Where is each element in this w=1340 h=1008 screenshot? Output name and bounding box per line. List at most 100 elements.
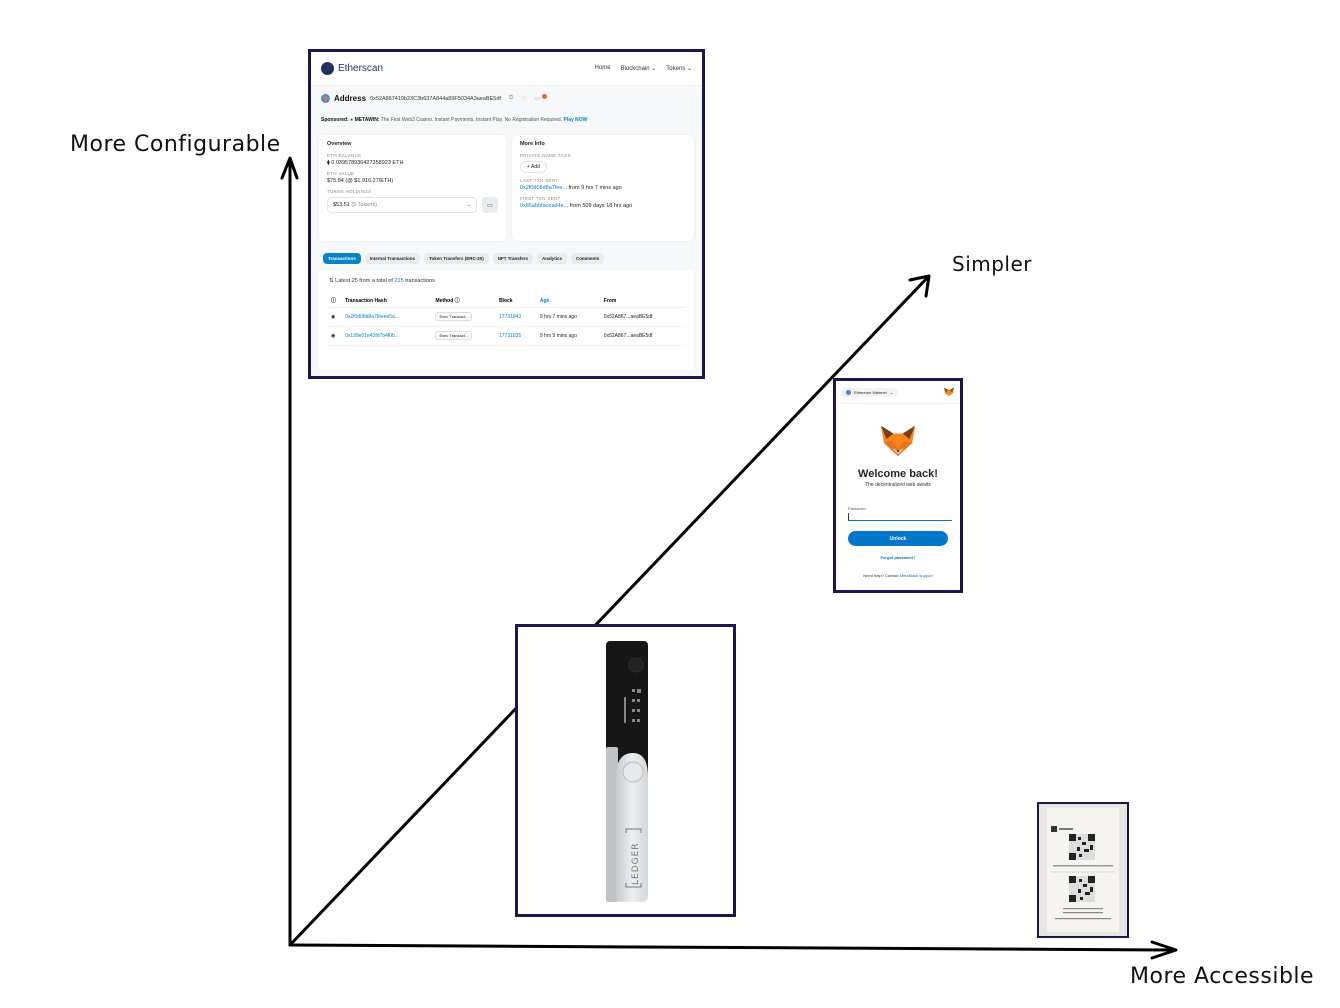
transactions-panel: ⇅ Latest 25 from a total of 215 transact… (319, 270, 694, 370)
wallet-icon[interactable]: ▭ (481, 197, 498, 213)
overview-title: Overview (327, 141, 352, 147)
address-label: Address (334, 94, 367, 103)
tx-from: 0x52A867...aeaBE5df (601, 307, 684, 327)
etherscan-brand: Etherscan (338, 63, 384, 74)
sponsor-name: METAWIN: (354, 117, 380, 123)
password-input[interactable] (848, 513, 952, 521)
x-axis-arrowhead (1150, 940, 1178, 960)
forgot-password-link[interactable]: Forgot password? (880, 555, 916, 560)
col-age[interactable]: Age (537, 294, 602, 308)
method-badge: Exec Transact... (435, 312, 473, 321)
eth-balance-label: ETH BALANCE (327, 153, 362, 158)
token-holdings-value: $53.51 (333, 202, 350, 208)
token-count: (5 Tokens) (351, 202, 377, 208)
sponsored-label: Sponsored: (321, 117, 349, 123)
eth-value-amount: $75.84 (327, 178, 344, 184)
address-avatar-icon (321, 94, 330, 103)
tx-hash-link[interactable]: 0x199e01e43fd7b4f0b... (343, 326, 434, 346)
welcome-title: Welcome back! (858, 468, 938, 480)
ledger-brand-text: LEDGER (631, 842, 641, 885)
tab-token-transfers[interactable]: Token Transfers (ERC-20) (424, 253, 489, 264)
eye-icon[interactable]: ◉ (329, 307, 344, 327)
address-header: Address 0x52A867419b23C3b637A844a89F5034… (311, 86, 702, 103)
last-txn-time: from 9 hrs 7 mins ago (568, 185, 622, 191)
chevron-down-icon: ⌄ (466, 202, 471, 208)
copy-icon[interactable]: ⧉ (508, 95, 514, 101)
etherscan-logo-icon (321, 62, 334, 75)
network-selector[interactable]: Ethereum Mainnet ⌄ (841, 387, 899, 397)
add-tag-button[interactable]: + Add (519, 161, 547, 173)
tx-age: 9 hrs 9 mins ago (537, 326, 602, 346)
transactions-summary: ⇅ Latest 25 from a total of 215 transact… (329, 278, 684, 284)
etherscan-nav: Home Blockchain ⌄ Tokens ⌄ (595, 65, 692, 72)
metamask-fox-logo (881, 425, 915, 457)
sponsored-banner: Sponsored: ● METAWIN: The First Web3 Cas… (311, 103, 702, 123)
tx-hash-link[interactable]: 0x2f0d08d8a7feeee5a... (343, 307, 434, 327)
tx-age: 9 hrs 7 mins ago (537, 307, 602, 327)
help-text: Need help? Contact MetaMask support (836, 573, 960, 578)
transactions-table: ⓘ Transaction Hash Method ⓘ Block Age Fr… (329, 294, 684, 346)
qr-code-icon[interactable]: ⁙ (521, 96, 527, 102)
notification-badge (541, 93, 547, 99)
first-txn-label: FIRST TXN SENT (519, 196, 561, 201)
col-transaction-hash: Transaction Hash (343, 294, 434, 308)
block-link[interactable]: 17731843 (496, 307, 538, 327)
first-txn-link[interactable]: 0x85abbfacead4e... (519, 203, 569, 209)
eye-icon[interactable]: ◉ (329, 326, 344, 346)
sponsor-cta-link[interactable]: Play NOW (563, 117, 588, 123)
tab-transactions[interactable]: Transactions (323, 253, 361, 264)
col-from: From (601, 294, 684, 308)
tab-internal-transactions[interactable]: Internal Transactions (364, 253, 421, 264)
tab-analytics[interactable]: Analytics (536, 253, 567, 264)
info-icon: ⓘ (329, 294, 344, 308)
paper-wallet-image (1037, 802, 1129, 938)
more-info-title: More Info (519, 141, 545, 147)
paper-wallet-logo-icon (1051, 826, 1057, 832)
more-info-card: More Info PRIVATE NAME TAGS + Add LAST T… (511, 135, 694, 241)
qr-code-public (1069, 834, 1095, 860)
y-axis-label: More Configurable (70, 132, 281, 157)
welcome-subtitle: The decentralized web awaits (865, 482, 931, 488)
comment-icon[interactable]: ▭ (534, 96, 540, 102)
first-txn-time: from 509 days 18 hrs ago (569, 203, 633, 209)
table-row: ◉ 0x2f0d08d8a7feeee5a... Exec Transact..… (329, 307, 684, 327)
address-hash: 0x52A867419b23C3b637A844a89F5034A3aeaBE5… (370, 95, 501, 102)
support-link[interactable]: MetaMask support (899, 573, 933, 578)
last-txn-link[interactable]: 0x2f0d08d8a7fee... (519, 185, 568, 191)
tab-comments[interactable]: Comments (571, 253, 605, 264)
method-badge: Exec Transact... (435, 331, 473, 340)
token-holdings-dropdown[interactable]: $53.51 (5 Tokens) ⌄ (327, 197, 477, 213)
tab-nft-transfers[interactable]: NFT Transfers (492, 253, 533, 264)
col-method: Method ⓘ (433, 294, 497, 308)
block-link[interactable]: 17731835 (496, 326, 538, 346)
token-holdings-label: TOKEN HOLDINGS (327, 189, 372, 194)
metamask-fox-icon (944, 387, 954, 397)
password-label: Password (848, 506, 866, 511)
nav-blockchain[interactable]: Blockchain ⌄ (620, 66, 657, 72)
etherscan-tabs: Transactions Internal Transactions Token… (311, 241, 702, 264)
tx-from: 0x52A867...aeaBE5df (601, 326, 684, 346)
overview-card: Overview ETH BALANCE ⧫ 0.039578936427358… (319, 135, 506, 241)
private-tags-label: PRIVATE NAME TAGS (519, 153, 571, 158)
network-name: Ethereum Mainnet (854, 389, 887, 395)
eth-value-label: ETH VALUE (327, 171, 355, 176)
diagonal-axis-arrowhead (908, 274, 931, 298)
etherscan-header: Etherscan Home Blockchain ⌄ Tokens ⌄ (311, 52, 702, 86)
nav-home[interactable]: Home (594, 65, 611, 71)
unlock-button[interactable]: Unlock (848, 531, 948, 546)
x-axis-label: More Accessible (1130, 964, 1315, 989)
diagonal-axis (288, 275, 930, 947)
qr-code-private (1069, 876, 1095, 902)
summary-count[interactable]: 215 (394, 278, 404, 284)
eth-price: (@ $1,916.27/ETH) (345, 178, 394, 184)
metawin-icon: ● (350, 117, 354, 123)
x-axis (288, 943, 1177, 952)
metamask-screenshot: Ethereum Mainnet ⌄ Welcome back! The dec… (833, 378, 963, 593)
last-txn-label: LAST TXN SENT (519, 178, 559, 183)
etherscan-logo: Etherscan (321, 62, 383, 75)
eth-value: $75.84 (@ $1,916.27/ETH) (327, 178, 498, 184)
paper-wallet-qr-codes (1047, 808, 1119, 932)
diagonal-axis-label: Simpler (952, 252, 1033, 276)
nav-tokens[interactable]: Tokens ⌄ (666, 66, 692, 72)
